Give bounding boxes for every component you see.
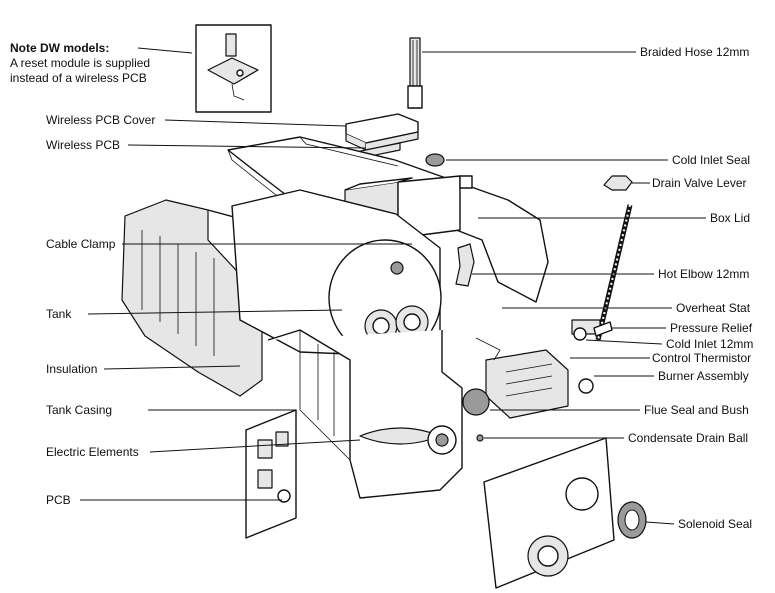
burner-assembly: [475, 337, 594, 419]
right-labels: Braided Hose 12mm Cold Inlet Seal Drain …: [628, 45, 753, 531]
flue-seal: [462, 388, 490, 416]
hot-elbow: [455, 243, 475, 287]
long-rod: [595, 204, 633, 341]
label-cold-inlet-seal: Cold Inlet Seal: [672, 153, 750, 167]
label-cold-inlet: Cold Inlet 12mm: [666, 337, 753, 351]
label-wireless-pcb-cover: Wireless PCB Cover: [46, 113, 155, 127]
electric-elements: [359, 425, 457, 455]
label-hot-elbow: Hot Elbow 12mm: [658, 267, 749, 281]
solenoid-seal: [617, 501, 647, 539]
front-panel: [483, 437, 615, 589]
label-flue-seal: Flue Seal and Bush: [644, 403, 749, 417]
label-control-thermistor: Control Thermistor: [652, 351, 751, 365]
condensate-drain-ball: [476, 434, 484, 442]
label-tank: Tank: [46, 307, 72, 321]
label-wireless-pcb: Wireless PCB: [46, 138, 120, 152]
label-solenoid-seal: Solenoid Seal: [678, 517, 752, 531]
label-electric-elements: Electric Elements: [46, 445, 139, 459]
note-line-1: A reset module is supplied: [10, 56, 150, 70]
label-cable-clamp: Cable Clamp: [46, 237, 116, 251]
drain-valve-lever: [603, 175, 633, 191]
note-block: Note DW models: A reset module is suppli…: [10, 41, 150, 85]
left-labels: Wireless PCB Cover Wireless PCB Cable Cl…: [46, 113, 155, 507]
parts-illustration: [121, 24, 647, 589]
label-tank-casing: Tank Casing: [46, 403, 112, 417]
braided-hose: [407, 37, 423, 109]
reset-module-inset: [195, 24, 272, 113]
label-braided-hose: Braided Hose 12mm: [640, 45, 749, 59]
pcb-board: [245, 409, 297, 539]
label-pcb: PCB: [46, 493, 71, 507]
label-drain-valve-lever: Drain Valve Lever: [652, 176, 747, 190]
label-pressure-relief: Pressure Relief: [670, 321, 753, 335]
pressure-relief-cluster: [571, 319, 613, 341]
label-box-lid: Box Lid: [710, 211, 750, 225]
label-burner-assembly: Burner Assembly: [658, 369, 749, 383]
cold-inlet-seal: [425, 153, 445, 167]
wireless-pcb-cover: [345, 113, 419, 160]
leader-lines: [80, 47, 706, 525]
label-insulation: Insulation: [46, 362, 97, 376]
note-heading: Note DW models:: [10, 41, 109, 55]
label-overheat-stat: Overheat Stat: [676, 301, 751, 315]
tank-casing: [267, 329, 463, 499]
note-line-2: instead of a wireless PCB: [10, 71, 147, 85]
label-condensate-drain-ball: Condensate Drain Ball: [628, 431, 748, 445]
